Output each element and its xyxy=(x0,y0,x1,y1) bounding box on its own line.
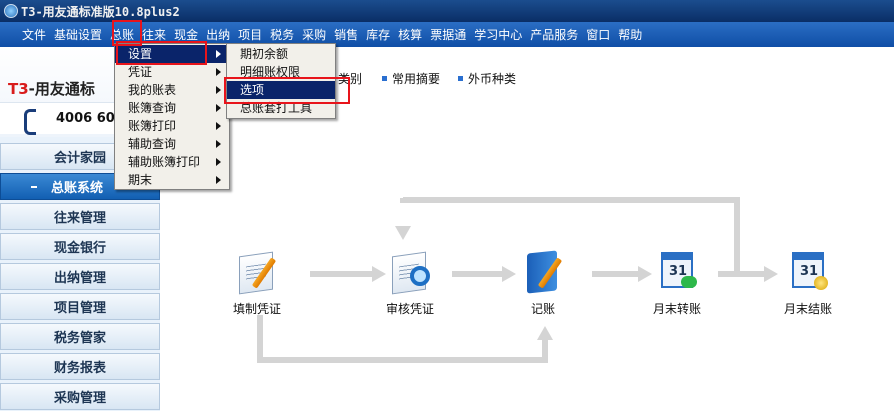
submenu-arrow-icon xyxy=(216,50,221,58)
menu-tax[interactable]: 税务 xyxy=(270,27,295,42)
settings-options[interactable]: 选项 xyxy=(227,81,335,99)
nav-project[interactable]: 项目管理 xyxy=(0,293,160,320)
nav-cashier[interactable]: 出纳管理 xyxy=(0,263,160,290)
gl-flow-diagram: 填制凭证 审核凭证 记账 月末转账 月末结账 xyxy=(160,90,894,411)
flow-step-fill-voucher[interactable]: 填制凭证 xyxy=(212,248,302,317)
settings-opening-balance[interactable]: 期初余额 xyxy=(240,47,289,61)
submenu-arrow-icon xyxy=(216,86,221,94)
nav-tax[interactable]: 税务管家 xyxy=(0,323,160,350)
menu-product-service[interactable]: 产品服务 xyxy=(530,27,579,42)
bullet-icon xyxy=(382,76,387,81)
menu-sales[interactable]: 销售 xyxy=(334,27,359,42)
phone-icon xyxy=(22,108,36,135)
menu-project[interactable]: 项目 xyxy=(238,27,263,42)
menu-purchase[interactable]: 采购 xyxy=(302,27,327,42)
submenu-arrow-icon xyxy=(216,158,221,166)
flow-step-post[interactable]: 记账 xyxy=(498,248,588,317)
menu-cashier[interactable]: 出纳 xyxy=(206,27,231,42)
module-nav: 会计家园 总账系统 往来管理 现金银行 出纳管理 项目管理 税务管家 财务报表 … xyxy=(0,143,160,411)
menu-window[interactable]: 窗口 xyxy=(586,27,611,42)
window-title: T3-用友通标准版10.8plus2 xyxy=(21,4,180,19)
gl-menu-my-reports[interactable]: 我的账表 xyxy=(115,81,229,99)
gl-menu-settings[interactable]: 设置 xyxy=(115,45,229,63)
menu-accounting[interactable]: 核算 xyxy=(398,27,423,42)
bullet-icon xyxy=(458,76,463,81)
menu-general-ledger[interactable]: 总账 xyxy=(110,27,135,42)
quick-links: 类别 常用摘要 外币种类 xyxy=(160,70,894,86)
logo: T3-用友通标 xyxy=(8,80,95,98)
gl-menu-aux-query[interactable]: 辅助查询 xyxy=(115,135,229,153)
fill-voucher-icon xyxy=(233,248,281,295)
menu-cash[interactable]: 现金 xyxy=(174,27,199,42)
settings-print-tool[interactable]: 总账套打工具 xyxy=(240,101,313,115)
link-common-summary[interactable]: 常用摘要 xyxy=(382,70,440,87)
submenu-arrow-icon xyxy=(216,104,221,112)
hotline-number: 4006 60 xyxy=(56,111,115,126)
nav-purchase[interactable]: 采购管理 xyxy=(0,383,160,410)
menu-receivables[interactable]: 往来 xyxy=(142,27,167,42)
gl-menu-ledger-print[interactable]: 账簿打印 xyxy=(115,117,229,135)
flow-arrows xyxy=(257,197,778,363)
nav-reports[interactable]: 财务报表 xyxy=(0,353,160,380)
gl-menu-period-end[interactable]: 期末 xyxy=(115,171,229,189)
audit-voucher-icon xyxy=(386,248,434,295)
gl-menu-voucher[interactable]: 凭证 xyxy=(115,63,229,81)
submenu-arrow-icon xyxy=(216,140,221,148)
app-icon xyxy=(4,4,18,18)
flow-step-month-end-transfer[interactable]: 月末转账 xyxy=(632,248,722,317)
flow-step-audit-voucher[interactable]: 审核凭证 xyxy=(365,248,455,317)
menu-learning-center[interactable]: 学习中心 xyxy=(474,27,523,42)
gl-menu-ledger-query[interactable]: 账簿查询 xyxy=(115,99,229,117)
settings-detail-permissions[interactable]: 明细账权限 xyxy=(240,65,301,79)
menu-file[interactable]: 文件 xyxy=(22,27,47,42)
settings-submenu: 期初余额 明细账权限 选项 总账套打工具 xyxy=(226,43,336,119)
link-currency[interactable]: 外币种类 xyxy=(458,70,516,87)
nav-cash-bank[interactable]: 现金银行 xyxy=(0,233,160,260)
bullet-icon xyxy=(31,185,37,188)
month-end-close-icon xyxy=(784,248,832,294)
month-end-transfer-icon xyxy=(653,248,701,294)
submenu-arrow-icon xyxy=(216,176,221,184)
post-ledger-icon xyxy=(519,248,567,294)
submenu-arrow-icon xyxy=(216,122,221,130)
menu-invoice[interactable]: 票据通 xyxy=(430,27,467,42)
flow-step-month-end-close[interactable]: 月末结账 xyxy=(763,248,853,317)
menu-help[interactable]: 帮助 xyxy=(618,27,643,42)
title-bar: T3-用友通标准版10.8plus2 xyxy=(0,0,894,22)
menu-inventory[interactable]: 库存 xyxy=(366,27,391,42)
gl-menu: 设置 凭证 我的账表 账簿查询 账簿打印 辅助查询 辅助账簿打印 期末 xyxy=(114,43,230,190)
gl-menu-aux-ledger-print[interactable]: 辅助账簿打印 xyxy=(115,153,229,171)
menu-basic-settings[interactable]: 基础设置 xyxy=(54,27,103,42)
nav-receivables[interactable]: 往来管理 xyxy=(0,203,160,230)
submenu-arrow-icon xyxy=(216,68,221,76)
link-category[interactable]: 类别 xyxy=(338,72,363,86)
